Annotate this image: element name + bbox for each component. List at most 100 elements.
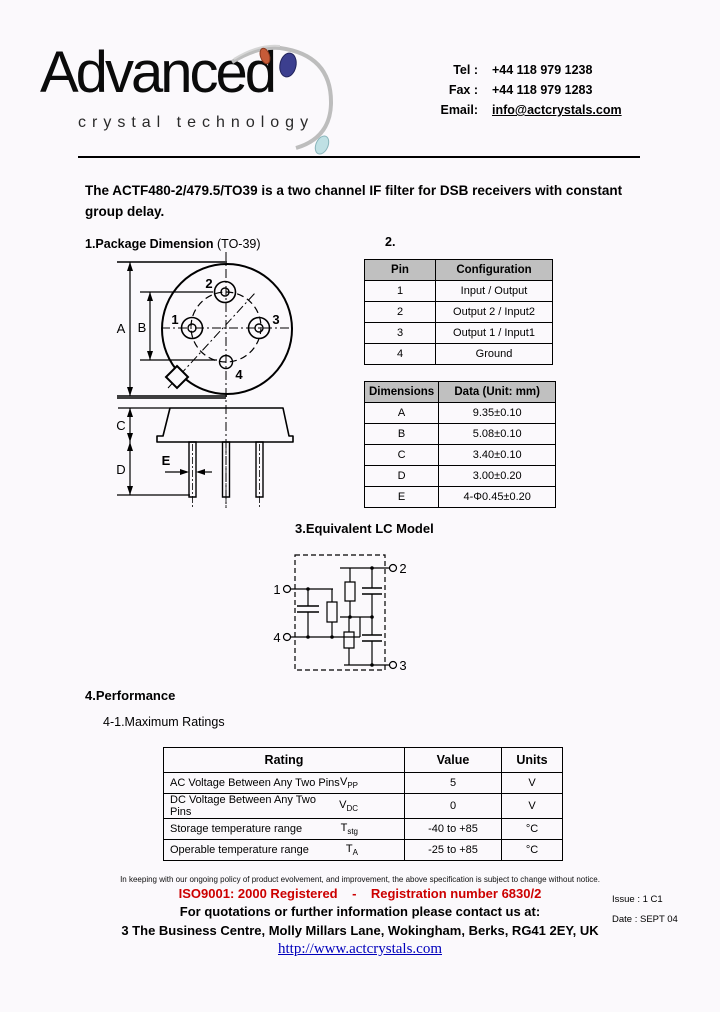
rating-symbol: Tstg — [340, 821, 358, 837]
dim-c-label: C — [116, 418, 125, 433]
package-drawing: 1 2 3 4 A B C D E — [116, 250, 315, 510]
pin-table-header-row: Pin Configuration — [364, 259, 553, 281]
rating-name: Operable temperature range — [170, 844, 309, 856]
dim-cell: C — [363, 444, 440, 466]
data-cell: 3.00±0.20 — [438, 465, 557, 487]
rating-name: DC Voltage Between Any Two Pins — [170, 794, 316, 818]
header-divider — [78, 156, 640, 158]
fax-label: Fax : — [448, 83, 478, 97]
dim-e-label: E — [162, 453, 171, 468]
data-cell: 3.40±0.10 — [438, 444, 557, 466]
rating-units: °C — [501, 818, 563, 840]
rating-units: V — [501, 793, 563, 819]
lc-model-drawing: 1 4 2 3 — [273, 550, 407, 673]
pin-3-label: 3 — [272, 312, 279, 327]
rating-name: AC Voltage Between Any Two Pins — [170, 777, 340, 789]
section-1-suffix: (TO-39) — [213, 237, 261, 251]
tel-value: +44 118 979 1238 — [492, 63, 593, 77]
rating-value: 5 — [404, 772, 502, 794]
pin-4-label: 4 — [235, 367, 243, 382]
rating-value: 0 — [404, 793, 502, 819]
email-row: Email: info@actcrystals.com — [420, 100, 640, 120]
dim-cell: E — [363, 486, 440, 508]
section-2-heading: 2. — [385, 235, 396, 249]
pin-cell: 3 — [364, 322, 436, 344]
terminal-4-label: 4 — [273, 630, 280, 645]
tel-label: Tel : — [453, 63, 478, 77]
pin-2-label: 2 — [205, 276, 212, 291]
value-col-header: Value — [404, 747, 502, 773]
dim-cell: A — [363, 402, 440, 424]
footer: In keeping with our ongoing policy of pr… — [60, 875, 660, 958]
logo-swoosh-icon — [230, 44, 334, 155]
rating-value: -25 to +85 — [404, 839, 502, 861]
fax-value: +44 118 979 1283 — [492, 83, 593, 97]
dim-cell: D — [363, 465, 440, 487]
dim-table-header-row: Dimensions Data (Unit: mm) — [363, 381, 557, 403]
pin-cell: 4 — [364, 343, 436, 365]
dim-a-label: A — [117, 321, 126, 336]
pin-cell: 2 — [364, 301, 436, 323]
rating-symbol: VPP — [339, 775, 358, 791]
table-row: DC Voltage Between Any Two Pins VDC 0 V — [163, 793, 563, 819]
section-1-title: 1.Package Dimension — [85, 237, 214, 251]
terminal-3-label: 3 — [399, 658, 406, 673]
logo: Advanced crystal technology — [40, 44, 380, 159]
contact-block: Tel : +44 118 979 1238 Fax : +44 118 979… — [420, 60, 640, 120]
max-ratings-table: Rating Value Units AC Voltage Between An… — [163, 747, 563, 861]
tel-row: Tel : +44 118 979 1238 — [420, 60, 640, 80]
config-cell: Input / Output — [435, 280, 553, 302]
email-label: Email: — [440, 103, 478, 117]
data-col-header: Data (Unit: mm) — [438, 381, 557, 403]
issue-date-block: Issue : 1 C1 Date : SEPT 04 — [612, 890, 678, 930]
data-cell: 9.35±0.10 — [438, 402, 557, 424]
quotations-line: For quotations or further information pl… — [179, 904, 541, 919]
email-link[interactable]: info@actcrystals.com — [492, 103, 622, 117]
section-1-heading: 1.Package Dimension (TO-39) — [85, 235, 261, 253]
config-cell: Output 2 / Input2 — [435, 301, 553, 323]
data-cell: 5.08±0.10 — [438, 423, 557, 445]
website-link[interactable]: http://www.actcrystals.com — [278, 941, 442, 957]
logo-wordmark: Advanced — [40, 40, 277, 105]
pin-cell: 1 — [364, 280, 436, 302]
rating-units: °C — [501, 839, 563, 861]
intro-paragraph: The ACTF480-2/479.5/TO39 is a two channe… — [85, 183, 623, 219]
dim-cell: B — [363, 423, 440, 445]
dim-b-label: B — [138, 320, 147, 335]
pin-col-header: Pin — [364, 259, 436, 281]
iso-registration-line: ISO9001: 2000 Registered - Registration … — [178, 886, 542, 901]
address-line: 3 The Business Centre, Molly Millars Lan… — [121, 923, 599, 938]
config-cell: Ground — [435, 343, 553, 365]
rating-name: Storage temperature range — [170, 823, 303, 835]
terminal-1-label: 1 — [273, 582, 280, 597]
rating-symbol: TA — [345, 842, 358, 858]
disclaimer-text: In keeping with our ongoing policy of pr… — [120, 875, 600, 884]
pin-1-label: 1 — [171, 312, 178, 327]
logo-tagline: crystal technology — [78, 114, 315, 131]
units-col-header: Units — [501, 747, 563, 773]
section-4-1-heading: 4-1.Maximum Ratings — [103, 715, 225, 729]
ratings-header-row: Rating Value Units — [163, 747, 563, 773]
data-cell: 4-Φ0.45±0.20 — [438, 486, 557, 508]
rating-col-header: Rating — [163, 747, 405, 773]
rating-symbol: VDC — [339, 798, 358, 814]
rating-units: V — [501, 772, 563, 794]
fax-row: Fax : +44 118 979 1283 — [420, 80, 640, 100]
dim-col-header: Dimensions — [363, 381, 440, 403]
section-4-heading: 4.Performance — [85, 688, 176, 703]
